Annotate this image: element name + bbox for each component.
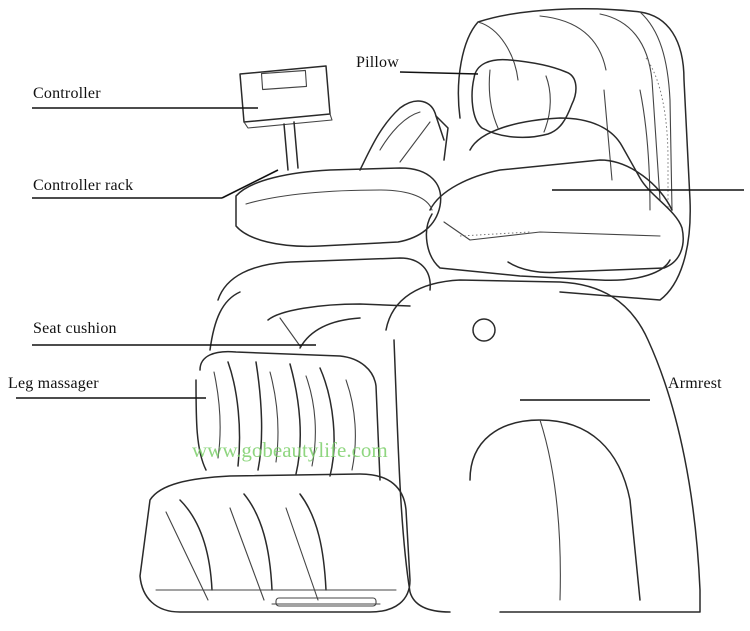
leg-massager (195, 350, 381, 481)
backrest (457, 8, 691, 301)
foot-rest (139, 473, 411, 613)
pillow-leader (399, 71, 479, 75)
shoulder-pad (425, 117, 684, 281)
pillow (471, 58, 577, 139)
leg-massager-label: Leg massager (8, 375, 99, 392)
armrest (385, 279, 701, 613)
seat (209, 257, 431, 351)
website-watermark: www.gobeautylife.com (192, 438, 388, 462)
pillow-label: Pillow (356, 54, 399, 71)
seat-cushion-label: Seat cushion (33, 320, 117, 337)
controller-device (239, 65, 333, 171)
armrest-label: Armrest (668, 375, 722, 392)
controller-rack-leader-angle (221, 169, 279, 199)
controller-label: Controller (33, 85, 101, 102)
controller-rack (235, 100, 449, 248)
controller-rack-label: Controller rack (33, 177, 134, 194)
leader-lines (16, 71, 744, 401)
